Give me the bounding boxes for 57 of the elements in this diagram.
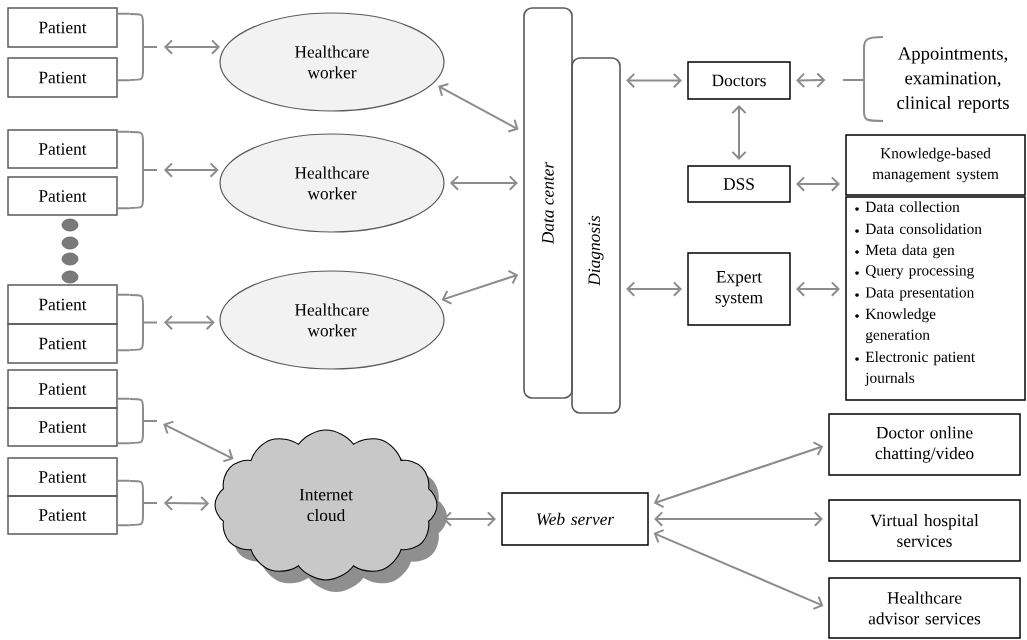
patient-box: Patient — [7, 369, 118, 409]
process-box: Expert system — [687, 252, 791, 326]
arrow — [441, 269, 519, 305]
arrow — [654, 511, 823, 527]
arrow — [626, 281, 682, 297]
patient-box: Patient — [7, 176, 118, 216]
bracket-arm — [116, 79, 131, 82]
patient-box: Patient — [7, 7, 118, 48]
arrow — [796, 72, 826, 88]
arrow — [163, 495, 210, 512]
arrow — [796, 281, 840, 297]
arrow — [163, 314, 215, 331]
bracket-arm — [116, 349, 131, 352]
arrow — [163, 39, 221, 55]
process-box: Web server — [501, 492, 649, 546]
bracket-arm — [116, 12, 131, 15]
bracket — [129, 294, 158, 351]
process-box: Doctor online chatting/video — [828, 413, 1021, 476]
process-box: Doctors — [687, 61, 791, 100]
patient-box: Patient — [7, 457, 118, 497]
patient-box: Patient — [7, 284, 118, 325]
bracket-arm — [116, 293, 131, 296]
bracket-arm — [116, 524, 131, 527]
arrow — [653, 441, 824, 509]
ellipse-node: Healthcare worker — [219, 12, 445, 112]
patient-box: Patient — [7, 407, 118, 447]
process-box: Virtual hospital services — [828, 499, 1021, 562]
bracket — [129, 480, 158, 526]
bracket — [129, 398, 158, 444]
bracket-arm — [116, 442, 131, 445]
bracket — [129, 13, 158, 81]
patient-box: Patient — [7, 57, 118, 98]
bracket-text: Appointments, examination, clinical reports — [897, 47, 1009, 113]
ellipse-node: Healthcare worker — [219, 133, 445, 233]
patient-box: Patient — [7, 323, 118, 364]
arrow — [796, 176, 840, 192]
arrow — [731, 105, 747, 160]
arrow — [438, 83, 519, 133]
bracket — [129, 131, 158, 209]
process-box: DSS — [687, 165, 791, 203]
arrow — [449, 175, 518, 191]
rounded-box: Diagnosis — [571, 57, 621, 414]
header-box: Knowledge-based management system — [845, 134, 1026, 196]
ellipse-node: Healthcare worker — [219, 270, 445, 370]
patient-box: Patient — [7, 495, 118, 535]
bracket-arm — [116, 479, 131, 482]
arrow — [163, 162, 219, 178]
arrow — [653, 529, 824, 610]
arrow — [163, 420, 234, 463]
bracket-arm — [116, 397, 131, 400]
process-box: Healthcare advisor services — [828, 577, 1021, 639]
bracket-arm — [116, 130, 131, 133]
arrow — [626, 72, 682, 89]
list-box: Data collection Data consolidation Meta data gen Query processing Data presentation Knowledge generation Electronic patient journals — [845, 196, 1026, 401]
bracket-arm — [116, 207, 131, 210]
rounded-box: Data center — [523, 7, 573, 399]
patient-box: Patient — [7, 129, 118, 169]
